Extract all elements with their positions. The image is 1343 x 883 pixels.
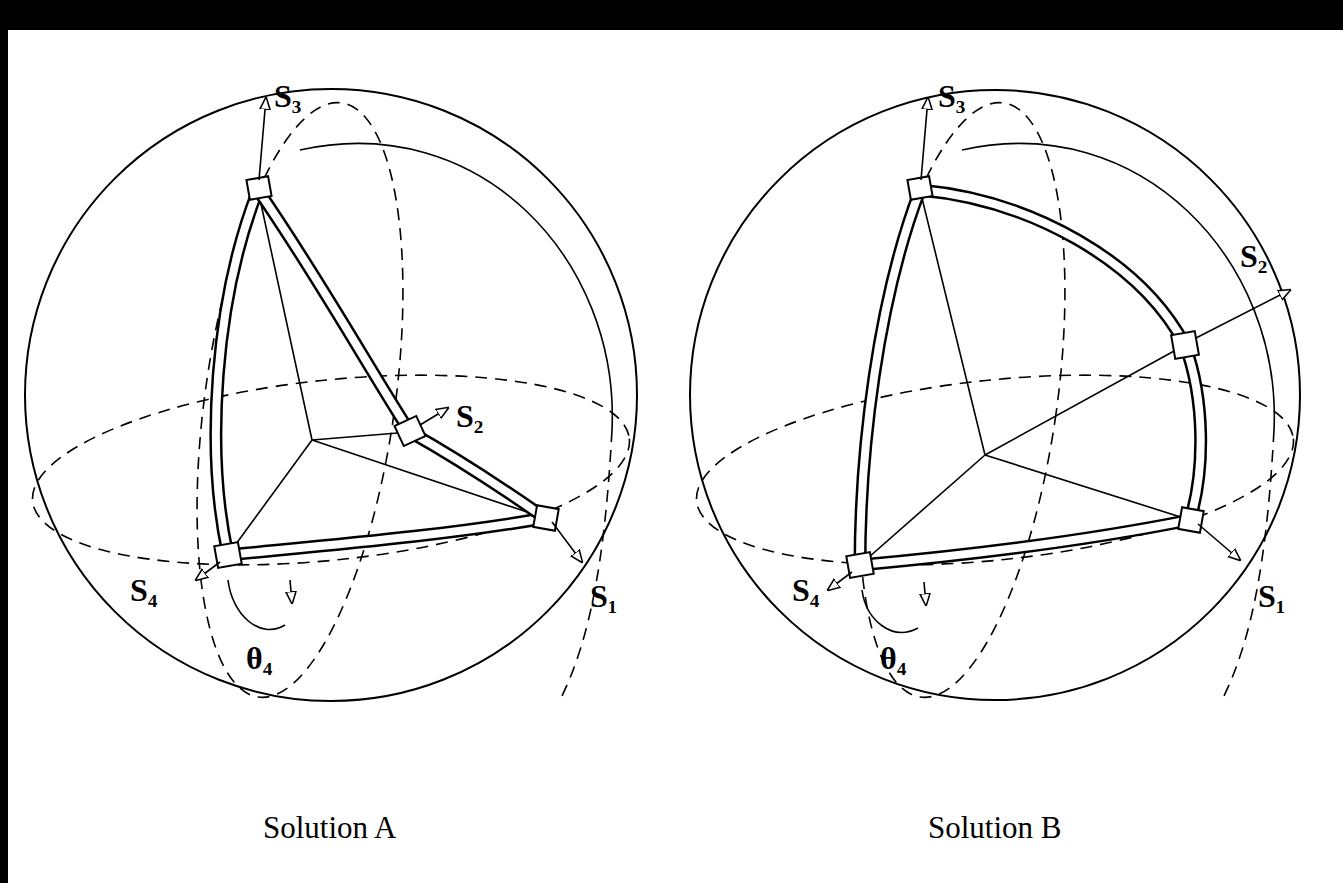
axis-label: S₁ [590,580,617,612]
subfigure-caption: Solution B [928,812,1062,843]
axis-label: S₄ [130,574,157,606]
axis-label: S₂ [456,400,483,432]
axis-label: S₄ [792,574,819,606]
axis-label: S₂ [1240,240,1267,272]
axis-label: S₁ [1258,580,1285,612]
subfigure-caption: Solution A [263,812,397,843]
axis-label: S₃ [274,80,301,112]
angle-label: θ₄ [246,642,272,674]
axis-label: S₃ [938,80,965,112]
figure-ground [8,30,1343,883]
angle-label: θ₄ [880,642,906,674]
solution-b-figure [687,90,1303,711]
solution-a-figure [23,89,639,710]
